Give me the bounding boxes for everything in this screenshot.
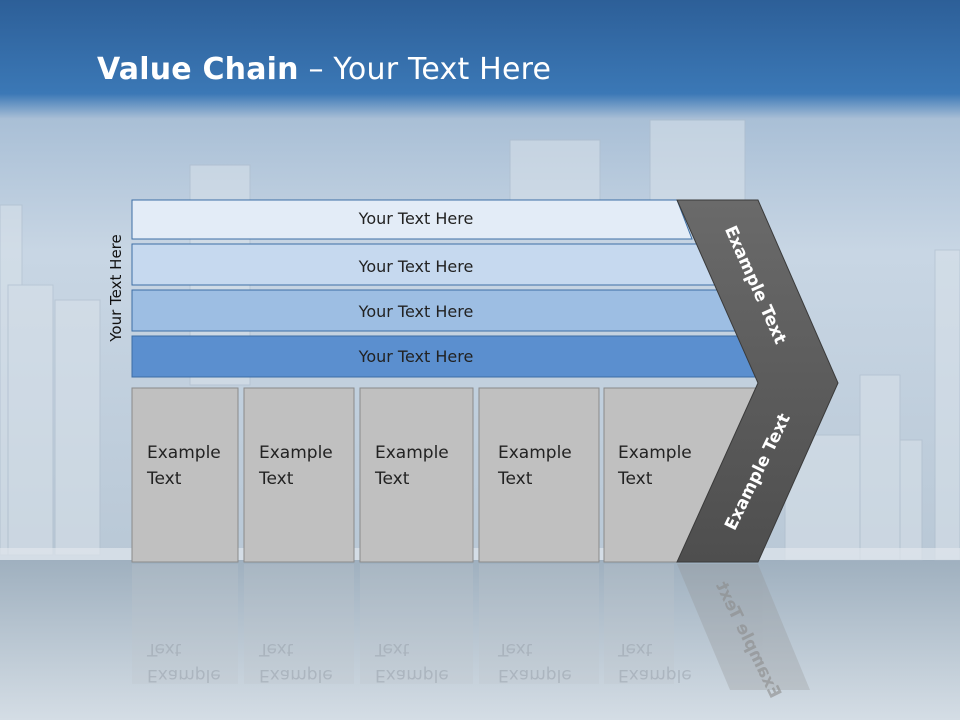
box-5-reflection-line1: Example [618, 665, 692, 685]
box-3-line1: Example [375, 443, 449, 463]
bar-3-label: Your Text Here [358, 302, 474, 321]
box-4-reflection: Example Text [498, 636, 572, 688]
water-area [0, 560, 960, 720]
box-1-reflection-line1: Example [147, 665, 221, 685]
box-4-reflection-line1: Example [498, 665, 572, 685]
box-2-reflection-line1: Example [259, 665, 333, 685]
bar-1 [131, 199, 693, 240]
bar-4-label: Your Text Here [358, 347, 474, 366]
box-5-line2: Text [618, 469, 653, 489]
reflection [132, 564, 810, 690]
box-4-line2: Text [498, 469, 533, 489]
box-2-line1: Example [259, 443, 333, 463]
box-2-reflection: Example Text [259, 636, 333, 688]
box-2-line2: Text [259, 469, 294, 489]
chevron-arrow [676, 199, 839, 563]
vertical-label: Your Text Here [107, 234, 125, 342]
page-title: Value Chain – Your Text Here [97, 52, 551, 87]
box-5-reflection: Example Text [618, 636, 692, 688]
box-3-reflection-line2: Text [375, 639, 410, 659]
bar-2-label: Your Text Here [358, 257, 474, 276]
box-3 [359, 387, 474, 563]
box-2 [243, 387, 355, 563]
box-4-line1: Example [498, 443, 572, 463]
box-1-line2: Text [147, 469, 182, 489]
title-bold: Value Chain [97, 52, 299, 87]
box-5-line1: Example [618, 443, 692, 463]
box-1-text: Example Text [147, 440, 221, 492]
box-3-line2: Text [375, 469, 410, 489]
box-4-reflection-line2: Text [498, 639, 533, 659]
box-3-reflection-line1: Example [375, 665, 449, 685]
box-5-reflection-line2: Text [618, 639, 653, 659]
title-rest: – Your Text Here [298, 52, 552, 87]
box-2-reflection-line2: Text [259, 639, 294, 659]
box-2-text: Example Text [259, 440, 333, 492]
box-1-reflection: Example Text [147, 636, 221, 688]
box-1-line1: Example [147, 443, 221, 463]
box-1 [131, 387, 239, 563]
box-3-reflection: Example Text [375, 636, 449, 688]
box-3-text: Example Text [375, 440, 449, 492]
box-4 [478, 387, 600, 563]
box-5-text: Example Text [618, 440, 692, 492]
bar-1-label: Your Text Here [358, 209, 474, 228]
box-4-text: Example Text [498, 440, 572, 492]
box-1-reflection-line2: Text [147, 639, 182, 659]
